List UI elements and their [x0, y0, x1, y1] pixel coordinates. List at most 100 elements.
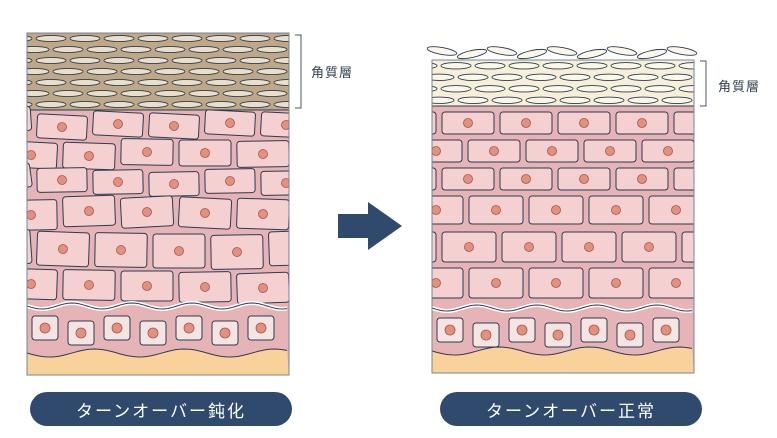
epidermal-cell [432, 111, 437, 135]
basement-membrane [27, 302, 288, 310]
cell-body [27, 228, 33, 268]
keratin-flake [27, 57, 33, 64]
epidermal-cell [178, 139, 232, 167]
stratum-corneum-brackets [295, 34, 707, 109]
epidermal-cell [36, 113, 88, 141]
epidermal-cell [260, 170, 289, 196]
epidermal-cell [27, 140, 58, 170]
epidermal-cell [432, 139, 463, 163]
cell-nucleus [432, 205, 441, 215]
dermis-base [432, 347, 694, 373]
cell-nucleus [27, 279, 36, 289]
cell-nucleus [579, 118, 589, 128]
keratin-flake [627, 96, 659, 104]
basal-cell-nucleus [480, 329, 492, 341]
cell-nucleus [521, 174, 531, 184]
epidermal-cell [152, 233, 206, 269]
epidermal-cell [673, 167, 694, 191]
epidermal-cell [648, 195, 694, 225]
keratin-flake [644, 85, 676, 93]
epidermal-cell [36, 230, 90, 268]
keratin-flake [205, 56, 237, 65]
epidermal-cell [528, 267, 584, 299]
right-panel-frame [431, 59, 695, 374]
cell-body [700, 140, 752, 162]
keratin-flake [171, 56, 203, 65]
shedding-flake [426, 46, 458, 56]
keratin-flake [86, 89, 118, 98]
keratin-flake [610, 85, 642, 93]
keratin-flake [559, 96, 591, 104]
cell-body [432, 195, 464, 225]
cell-nucleus [84, 206, 94, 216]
keratin-flake [525, 96, 557, 104]
cell-nucleus [521, 118, 531, 128]
keratin-flake [542, 85, 574, 93]
cell-nucleus [611, 205, 621, 215]
keratin-flake [35, 78, 67, 87]
epidermal-cell [27, 199, 58, 231]
cell-nucleus [169, 179, 179, 189]
keratin-flake [256, 89, 288, 98]
epidermal-cell [700, 140, 752, 162]
keratin-flake [137, 78, 169, 87]
keratin-flake [52, 45, 84, 54]
keratin-flake [120, 45, 152, 54]
cell-nucleus [113, 177, 123, 187]
cell-body [295, 141, 348, 169]
cell-body [673, 111, 694, 135]
cell-nucleus [225, 118, 235, 128]
epidermal-cell [1, 105, 33, 135]
cell-nucleus [57, 175, 67, 185]
cell-nucleus [644, 242, 654, 252]
cell-nucleus [281, 178, 289, 188]
cell-body [294, 268, 347, 301]
cell-nucleus [663, 146, 673, 156]
epidermal-cell [260, 111, 289, 139]
cell-nucleus [1, 115, 11, 125]
keratin-flake [256, 45, 288, 54]
shedding-flake [636, 48, 668, 60]
cell-nucleus [57, 122, 67, 132]
keratin-flake [432, 73, 455, 81]
keratin-flake [27, 79, 33, 86]
keratin-flake [432, 96, 455, 104]
keratin-flake [678, 62, 694, 70]
keratin-flake [491, 96, 523, 104]
keratin-flake [542, 62, 574, 70]
keratin-flake [171, 100, 203, 109]
keratin-flake [239, 34, 271, 43]
keratin-flake [103, 100, 135, 109]
cell-nucleus [464, 242, 474, 252]
keratin-flake [137, 100, 169, 109]
cell-body [432, 139, 463, 163]
epidermal-cell [236, 271, 289, 305]
keratin-flake [52, 89, 84, 98]
basal-cell-nucleus [444, 324, 456, 336]
keratin-flake [644, 62, 676, 70]
keratin-flake [239, 56, 271, 65]
basal-cell-nucleus [255, 322, 267, 334]
keratin-flake [120, 89, 152, 98]
keratin-flake [432, 62, 438, 69]
epidermal-cell [210, 234, 264, 270]
cell-body [673, 167, 694, 191]
keratin-flake [86, 45, 118, 54]
epidermal-cell [673, 111, 705, 135]
keratin-flake [205, 34, 237, 43]
epidermal-cell [120, 270, 174, 302]
epidermal-cell [648, 267, 694, 299]
cell-nucleus [637, 118, 647, 128]
keratin-flake [256, 67, 288, 76]
cell-body [432, 231, 437, 263]
cell-nucleus [605, 146, 615, 156]
keratin-flake [205, 100, 237, 109]
cell-nucleus [258, 283, 268, 293]
keratin-flake [432, 85, 438, 92]
keratin-flake [69, 78, 101, 87]
cell-nucleus [579, 174, 589, 184]
cell-nucleus [696, 119, 705, 128]
epidermal-cell [148, 171, 200, 197]
keratin-flake [27, 89, 50, 98]
